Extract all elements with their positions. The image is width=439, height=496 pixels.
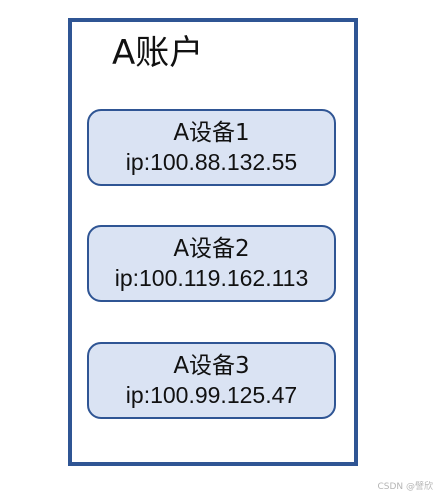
device-ip: ip:100.119.162.113 xyxy=(114,265,309,291)
device-box-1: A设备1 ip:100.88.132.55 xyxy=(87,109,336,186)
device-box-2: A设备2 ip:100.119.162.113 xyxy=(87,225,336,302)
device-ip: ip:100.99.125.47 xyxy=(125,382,298,408)
device-ip: ip:100.88.132.55 xyxy=(125,149,298,175)
device-box-3: A设备3 ip:100.99.125.47 xyxy=(87,342,336,419)
device-name: A设备2 xyxy=(173,236,250,262)
watermark: CSDN @譬欣 xyxy=(377,482,433,492)
device-name: A设备3 xyxy=(173,353,250,379)
account-title: A账户 xyxy=(112,33,204,73)
device-name: A设备1 xyxy=(173,120,250,146)
